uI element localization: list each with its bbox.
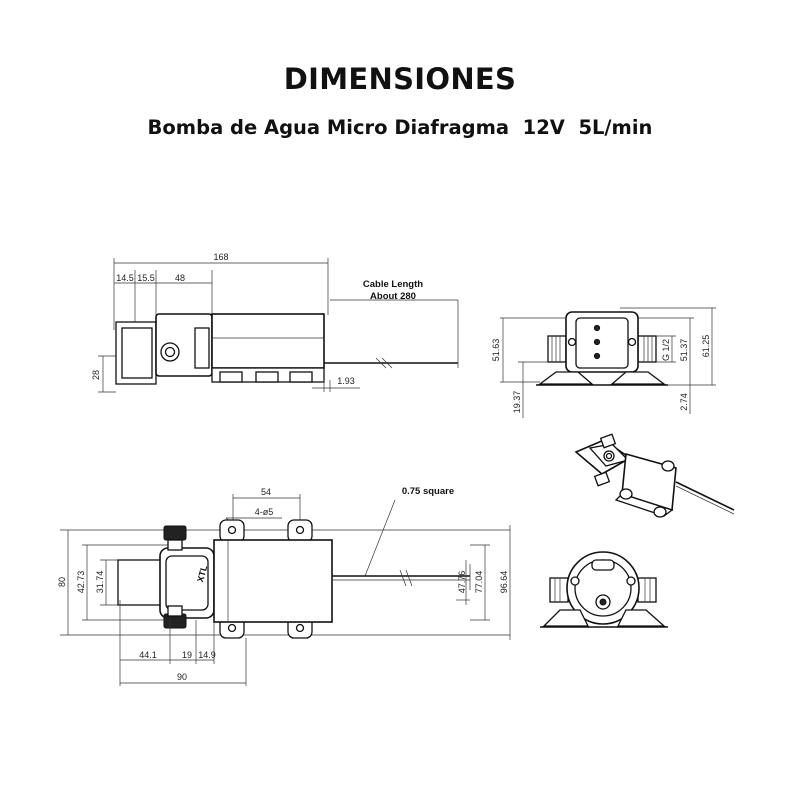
dim-d2: 15.5: [137, 273, 155, 283]
dim-d3: 48: [175, 273, 185, 283]
top-view: 54 4-ø5 0.75 square 80 42.73 31.74 XTL: [57, 486, 511, 686]
dim-height: 28: [91, 370, 101, 380]
dim-d1: 14.5: [116, 273, 134, 283]
page-subtitle: Bomba de Agua Micro Diafragma 12V 5L/min: [147, 116, 653, 139]
dim-top-left-inner: 31.74: [95, 571, 105, 594]
dim-cable-offset: 1.93: [337, 376, 355, 386]
dim-bottom-c: 14.9: [198, 650, 216, 660]
dim-top-right-outer: 96.64: [499, 571, 509, 594]
side-view: 168 14.5 15.5 48 28: [91, 252, 459, 393]
dim-bottom-b: 19: [182, 650, 192, 660]
dim-front-left: 51.63: [491, 339, 501, 362]
cable-length-note: Cable Length: [363, 279, 423, 290]
dim-overall-length: 168: [213, 252, 228, 262]
dim-top-left-outer: 80: [57, 577, 67, 587]
page-title: DIMENSIONES: [283, 62, 517, 96]
dim-top-right-mid: 77.04: [474, 571, 484, 594]
dim-bottom-a: 44.1: [139, 650, 157, 660]
dim-front-right-outer: 61.25: [701, 335, 711, 358]
dim-top-right-inner: 47.76: [457, 571, 467, 594]
dim-bottom-total: 90: [177, 672, 187, 682]
dim-front-right-inner: 51.37: [679, 339, 689, 362]
dim-front-bottom-right: 2.74: [679, 393, 689, 411]
end-view: [540, 551, 668, 628]
wire-gauge-note: 0.75 square: [402, 486, 454, 497]
dim-thread: G 1/2: [661, 339, 671, 361]
isometric-view: [574, 433, 735, 518]
dim-hole-spacing: 54: [261, 487, 271, 497]
cable-length-value: About 280: [370, 291, 416, 302]
dim-top-left-mid: 42.73: [76, 571, 86, 594]
brand-label: XTL: [195, 564, 209, 583]
dim-front-bottom-left: 19.37: [512, 391, 522, 414]
dim-holes: 4-ø5: [255, 507, 274, 517]
front-view: 51.63 19.37 G 1/2 51.37 61.25 2.74: [491, 307, 716, 418]
